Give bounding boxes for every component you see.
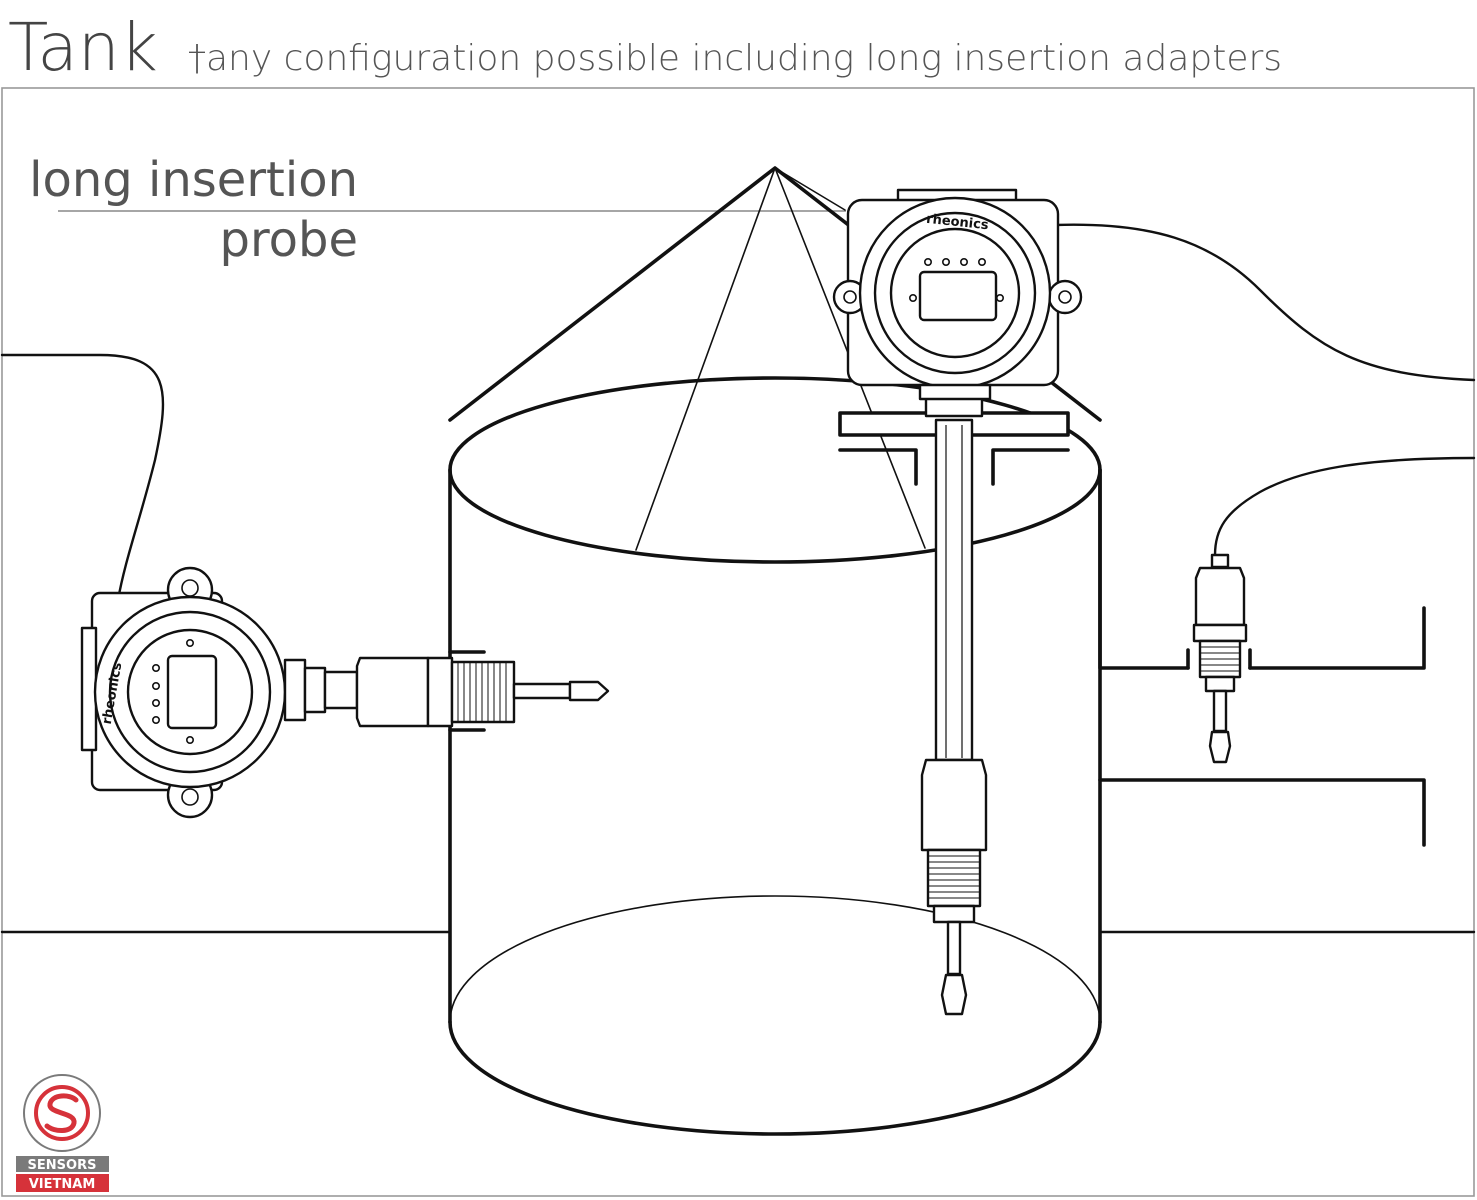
transmitter-top: rheonics bbox=[832, 188, 1083, 401]
long-insertion-tube bbox=[934, 418, 974, 762]
tank-bottom-back bbox=[449, 895, 1101, 1023]
brand-label-top: rheonics bbox=[925, 212, 989, 233]
callout-label-line1: long insertion bbox=[29, 152, 358, 208]
cable-left bbox=[0, 353, 165, 602]
callout-label-line2: probe bbox=[219, 212, 358, 268]
pipe-sensor bbox=[1192, 553, 1248, 764]
sensors-vietnam-logo: SENSORS VIETNAM bbox=[16, 1074, 109, 1192]
logo-name-top: SENSORS bbox=[28, 1158, 97, 1173]
nozzle-left bbox=[838, 448, 918, 486]
tank-side-port bbox=[448, 650, 486, 732]
tank-bottom-rim bbox=[448, 1020, 1102, 1136]
logo-s-icon bbox=[44, 1093, 79, 1133]
page-title: Tank bbox=[8, 9, 158, 86]
callout-long-insertion-probe: long insertion probe bbox=[29, 152, 846, 268]
cable-top-right bbox=[1053, 223, 1476, 382]
tank-roof-cone-line-left bbox=[635, 167, 776, 551]
nozzle-right bbox=[991, 448, 1070, 486]
tank-roof-cone-line-mid bbox=[774, 167, 846, 211]
diagram-frame bbox=[1, 87, 1475, 1197]
logo-name-bottom: VIETNAM bbox=[29, 1177, 96, 1192]
top-mount bbox=[838, 386, 1070, 1016]
cables bbox=[0, 223, 1476, 602]
side-pipe bbox=[1098, 468, 1426, 847]
long-insertion-sensor bbox=[920, 758, 988, 1016]
tank bbox=[448, 166, 1102, 1136]
tank-top-rim bbox=[448, 376, 1102, 564]
transmitter-left: rheonics bbox=[80, 566, 610, 819]
page-subtitle: †any configuration possible including lo… bbox=[188, 38, 1282, 79]
cable-right bbox=[1213, 456, 1476, 557]
